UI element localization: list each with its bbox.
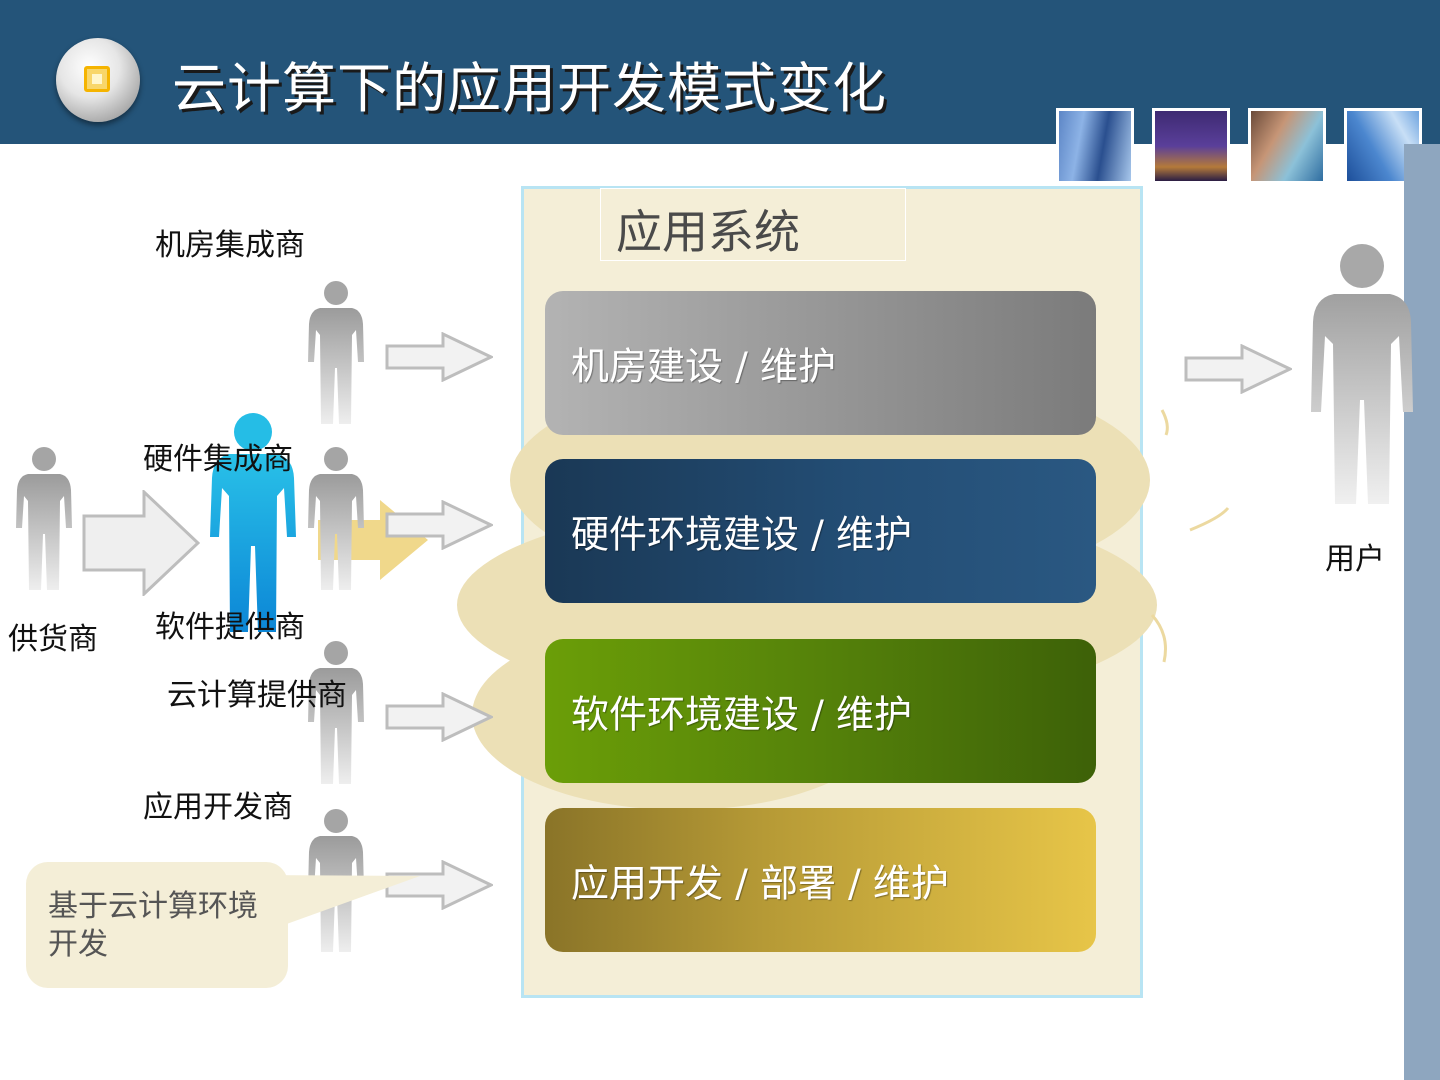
room-integrator-label: 机房集成商: [155, 228, 305, 263]
person-icon: [306, 446, 366, 592]
callout-pointer: [250, 875, 420, 930]
arrow-right-icon: [385, 692, 493, 742]
layer-label: 机房建设 / 维护: [571, 344, 836, 389]
user-person-icon: [1310, 244, 1414, 506]
app-developer-label: 应用开发商: [143, 790, 293, 825]
callout-bubble: 基于云计算环境开发: [26, 862, 288, 988]
supplier-person-icon: [14, 446, 74, 592]
person-icon: [306, 280, 366, 426]
layer-hardware-maintenance: 硬件环境建设 / 维护: [545, 459, 1096, 603]
panel-title: 应用系统: [616, 205, 800, 259]
panel-title-frame: [600, 188, 906, 261]
arrow-to-user-icon: [1184, 344, 1292, 394]
building-thumbnail: [1056, 108, 1134, 184]
software-provider-label: 软件提供商: [155, 610, 305, 645]
layer-software-maintenance: 软件环境建设 / 维护: [545, 639, 1096, 783]
city-night-thumbnail: [1152, 108, 1230, 184]
user-label: 用户: [1325, 542, 1385, 577]
layer-label: 应用开发 / 部署 / 维护: [571, 861, 949, 906]
hardware-integrator-label: 硬件集成商: [143, 442, 293, 477]
arrow-right-icon: [385, 500, 493, 550]
header-bar: 云计算下的应用开发模式变化: [0, 0, 1440, 144]
cloud-outline-curve: [1150, 409, 1230, 663]
square-icon: [84, 66, 110, 92]
phone-call-thumbnail: [1248, 108, 1326, 184]
page-title: 云计算下的应用开发模式变化: [172, 57, 887, 120]
cloud-provider-person-icon: [207, 412, 299, 634]
logo-icon: [56, 38, 140, 122]
layer-label: 软件环境建设 / 维护: [571, 692, 912, 737]
callout-text: 基于云计算环境开发: [48, 889, 258, 962]
layer-room-maintenance: 机房建设 / 维护: [545, 291, 1096, 435]
arrow-right-icon: [385, 332, 493, 382]
right-decor-strip: [1404, 144, 1440, 1080]
layer-app-development: 应用开发 / 部署 / 维护: [545, 808, 1096, 952]
supplier-label: 供货商: [8, 622, 98, 657]
layer-label: 硬件环境建设 / 维护: [571, 512, 912, 557]
arrow-right-icon: [385, 860, 493, 910]
cloud-provider-label: 云计算提供商: [167, 678, 347, 713]
person-icon: [306, 640, 366, 786]
supplier-arrow-icon: [82, 490, 200, 596]
